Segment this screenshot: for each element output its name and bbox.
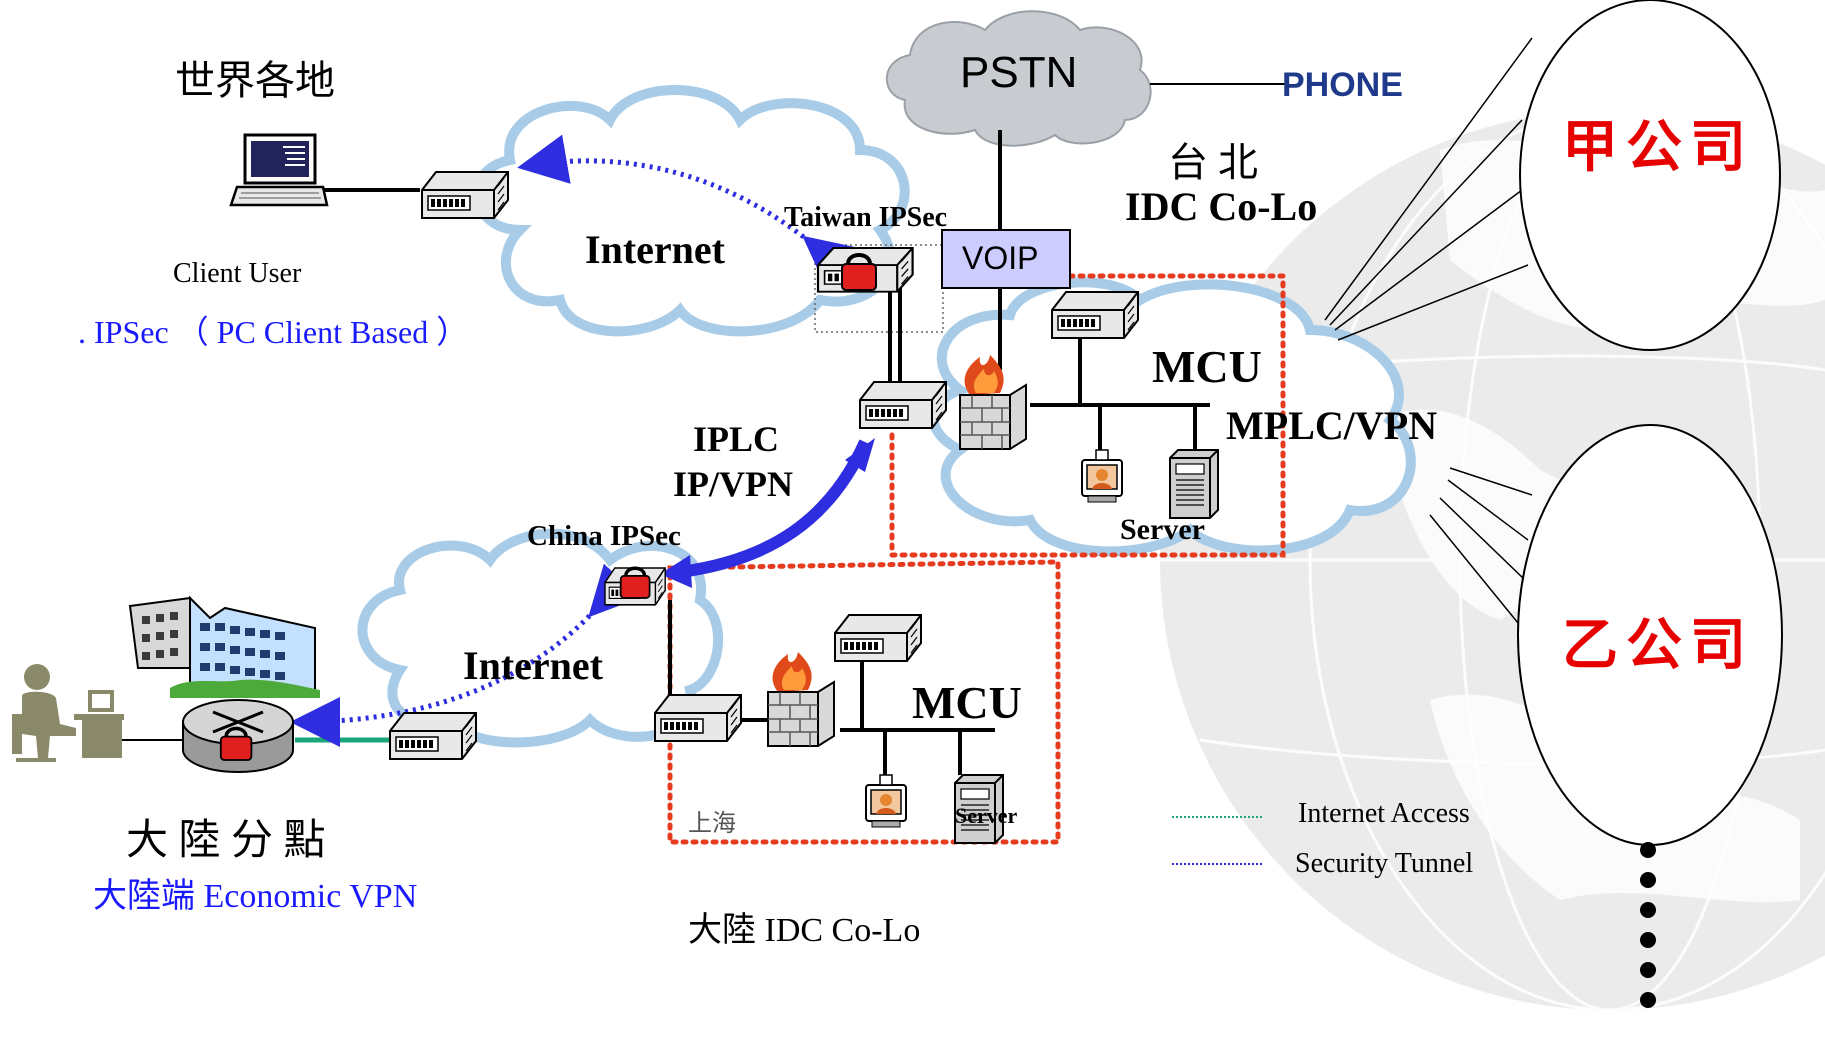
internet-bottom-label: Internet	[463, 643, 603, 688]
voip-label: VOIP	[962, 240, 1039, 276]
mplc-cloud	[928, 277, 1416, 557]
mainland-idc-label: 大陸 IDC Co-Lo	[688, 912, 921, 949]
voip-box	[941, 229, 1071, 289]
switch-icon	[834, 614, 922, 662]
economic-vpn-label: 大陸端 Economic VPN	[93, 878, 418, 915]
security-tunnel-top	[517, 134, 857, 287]
iplc-arrow-head-top	[845, 438, 875, 472]
taipei-idc-boundary	[889, 273, 1286, 558]
mainland-branch-label: 大 陸 分 點	[126, 818, 326, 864]
taiwan-ipsec-label: Taiwan IPSec	[784, 202, 948, 233]
pstn-label: PSTN	[960, 48, 1078, 97]
company-a-ellipse	[1519, 0, 1781, 351]
mplc-vpn-label: MPLC/VPN	[1226, 403, 1438, 448]
switch-icon	[421, 171, 509, 219]
server-top-label: Server	[1120, 513, 1205, 546]
idc-colo-label: IDC Co-Lo	[1125, 184, 1318, 229]
company-b-label: 乙公司	[1562, 615, 1754, 677]
iplc-tunnel-arrow	[679, 439, 871, 578]
switch-icon	[859, 381, 947, 429]
ipsec-client-label: . IPSec （ PC Client Based ）	[78, 314, 469, 350]
switch-icon	[654, 694, 742, 742]
mainland-idc-boundary	[667, 559, 1061, 845]
mcu-bottom-label: MCU	[912, 677, 1022, 728]
internet-top-label: Internet	[585, 227, 725, 272]
iplc-label: IPLC	[693, 419, 780, 459]
office-building-icon	[128, 595, 320, 698]
webcam-icon	[865, 774, 907, 828]
firewall-icon	[767, 651, 835, 747]
legend-internet-access-label: Internet Access	[1298, 798, 1470, 829]
ip-vpn-label: IP/VPN	[673, 464, 793, 504]
person-at-desk-icon	[12, 664, 124, 762]
company-links	[1324, 37, 1541, 651]
server-bottom-label: Server	[955, 803, 1018, 828]
legend-security-tunnel-label: Security Tunnel	[1295, 848, 1474, 879]
client-user-label: Client User	[173, 258, 302, 289]
iplc-arrow-head-bottom	[660, 555, 692, 588]
vpn-gateway-icon	[816, 246, 914, 293]
switch-icon	[1051, 291, 1139, 339]
vpn-gateway-icon	[604, 566, 667, 606]
taipei-label: 台 北	[1168, 140, 1258, 185]
china-ipsec-label: China IPSec	[527, 520, 681, 552]
shanghai-label: 上海	[688, 811, 736, 837]
phone-label: PHONE	[1282, 66, 1403, 104]
laptop-icon	[229, 133, 329, 207]
company-a-label: 甲公司	[1562, 117, 1754, 179]
server-icon	[1169, 449, 1219, 519]
mcu-top-label: MCU	[1152, 341, 1262, 392]
world-title: 世界各地	[175, 58, 335, 103]
switch-icon	[389, 712, 477, 760]
pstn-cloud	[885, 10, 1152, 147]
more-companies-dots	[1640, 842, 1656, 1022]
router-icon	[182, 699, 294, 773]
